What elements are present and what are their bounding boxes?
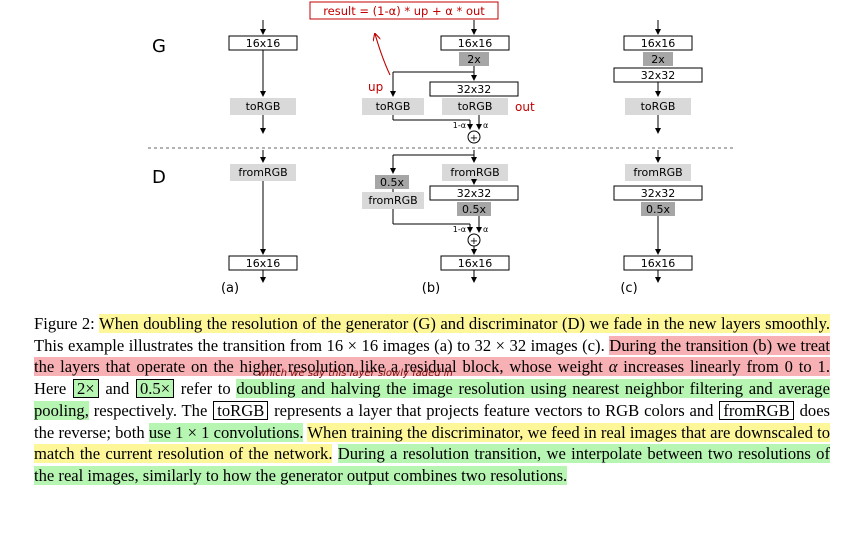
caption-sentence-3b: increases linearly from 0 to 1. — [623, 357, 830, 377]
b-g-sum-node — [467, 130, 481, 144]
a-g-torgb-box — [230, 98, 296, 115]
b-g-alpha-right: α — [483, 121, 488, 130]
formula-text: result = (1-α) * up + α * out — [323, 4, 485, 18]
b-out-annotation: out — [515, 100, 535, 114]
b-g-32x32-label: 32x32 — [457, 83, 492, 96]
caption-sentence-5-hl: use 1 × 1 convolutions. — [148, 422, 304, 442]
discriminator-label: D — [152, 167, 166, 188]
caption-refer-to: refer to — [180, 379, 231, 399]
panel-b-caption: (b) — [422, 281, 440, 296]
b-g-alpha-left: 1-α — [453, 121, 466, 130]
b-g-sum-label: + — [470, 133, 478, 144]
caption-sentence-3a: During the transition (b) we treat the l… — [34, 335, 830, 377]
c-g-torgb-box — [625, 98, 691, 115]
b-d-alpha-left: 1-α — [453, 225, 466, 234]
caption-respectively: respectively. — [93, 400, 177, 420]
b-d-fromrgb-label: fromRGB — [450, 166, 499, 179]
a-g-16x16-label: 16x16 — [246, 37, 281, 50]
a-d-fromrgb-box — [230, 164, 296, 181]
caption-sentence-2: This example illustrates the transition … — [34, 335, 605, 355]
b-up-annotation: up — [368, 80, 383, 94]
caption-and: and — [105, 379, 130, 399]
b-g-16x16-label: 16x16 — [458, 37, 493, 50]
b-d-16x16-box — [440, 255, 510, 271]
a-d-16x16-label: 16x16 — [246, 257, 281, 270]
b-d-sum-label: + — [470, 236, 478, 247]
b-g-torgb-up-box — [362, 98, 424, 115]
caption-the: The — [181, 400, 208, 420]
b-d-05x-small-label: 0.5x — [380, 176, 404, 189]
b-d-32x32-label: 32x32 — [457, 187, 492, 200]
figure-2-diagram: result = (1-α) * up + α * out G D 16x16 … — [148, 1, 735, 296]
c-g-16x16-label: 16x16 — [641, 37, 676, 50]
caption-alpha: α — [608, 357, 618, 377]
panel-a-caption: (a) — [221, 281, 239, 296]
formula-pointer-arrow — [375, 34, 391, 76]
c-d-05x-label: 0.5x — [646, 203, 670, 216]
caption-torgb-box: toRGB — [213, 400, 269, 420]
c-g-2x-label: 2x — [651, 53, 665, 66]
b-d-05x-box — [457, 202, 491, 216]
b-d-fromrgb-box — [442, 164, 508, 181]
b-g-2x-label: 2x — [467, 53, 481, 66]
a-g-torgb-label: toRGB — [246, 100, 281, 113]
b-d-32x32-box — [429, 185, 519, 201]
b-d-alpha-right: α — [483, 225, 488, 234]
handwritten-annotation: which we say this layer slowly faded in — [258, 368, 453, 379]
panel-c-caption: (c) — [620, 281, 637, 296]
b-g-torgb-up-label: toRGB — [376, 100, 411, 113]
caption-lead: Figure 2: — [34, 314, 95, 333]
caption-05x-box: 0.5× — [135, 379, 175, 399]
c-g-32x32-label: 32x32 — [641, 69, 676, 82]
b-d-fromrgb-small-box — [362, 192, 424, 209]
caption-here: Here — [34, 379, 67, 399]
b-g-torgb-out-label: toRGB — [458, 100, 493, 113]
c-d-32x32-box — [613, 185, 703, 201]
caption-fromrgb-box: fromRGB — [719, 400, 794, 420]
b-d-16x16-label: 16x16 — [458, 257, 493, 270]
c-d-32x32-label: 32x32 — [641, 187, 676, 200]
b-g-2x-box — [459, 52, 489, 66]
b-g-32x32-box — [429, 81, 519, 97]
formula-box — [309, 1, 499, 20]
a-d-fromrgb-label: fromRGB — [238, 166, 287, 179]
b-g-16x16-box — [440, 35, 510, 51]
b-d-05x-small-box — [375, 175, 409, 189]
c-g-2x-box — [643, 52, 673, 66]
caption-2x-box: 2× — [72, 379, 99, 399]
caption-sentence-5a: represents a layer that projects feature… — [274, 400, 714, 420]
c-d-fromrgb-box — [625, 164, 691, 181]
c-d-fromrgb-label: fromRGB — [633, 166, 682, 179]
b-g-torgb-out-box — [442, 98, 508, 115]
c-g-16x16-box — [623, 35, 693, 51]
figure-caption: Figure 2: When doubling the resolution o… — [34, 313, 830, 487]
c-d-05x-box — [641, 202, 675, 216]
caption-sentence-5b: does the reverse; both — [34, 400, 831, 442]
c-d-16x16-label: 16x16 — [641, 257, 676, 270]
generator-label: G — [152, 36, 166, 57]
b-d-05x-label: 0.5x — [462, 203, 486, 216]
c-g-torgb-label: toRGB — [641, 100, 676, 113]
b-d-fromrgb-small-label: fromRGB — [368, 194, 417, 207]
caption-sentence-1: When doubling the resolution of the gene… — [99, 314, 830, 333]
